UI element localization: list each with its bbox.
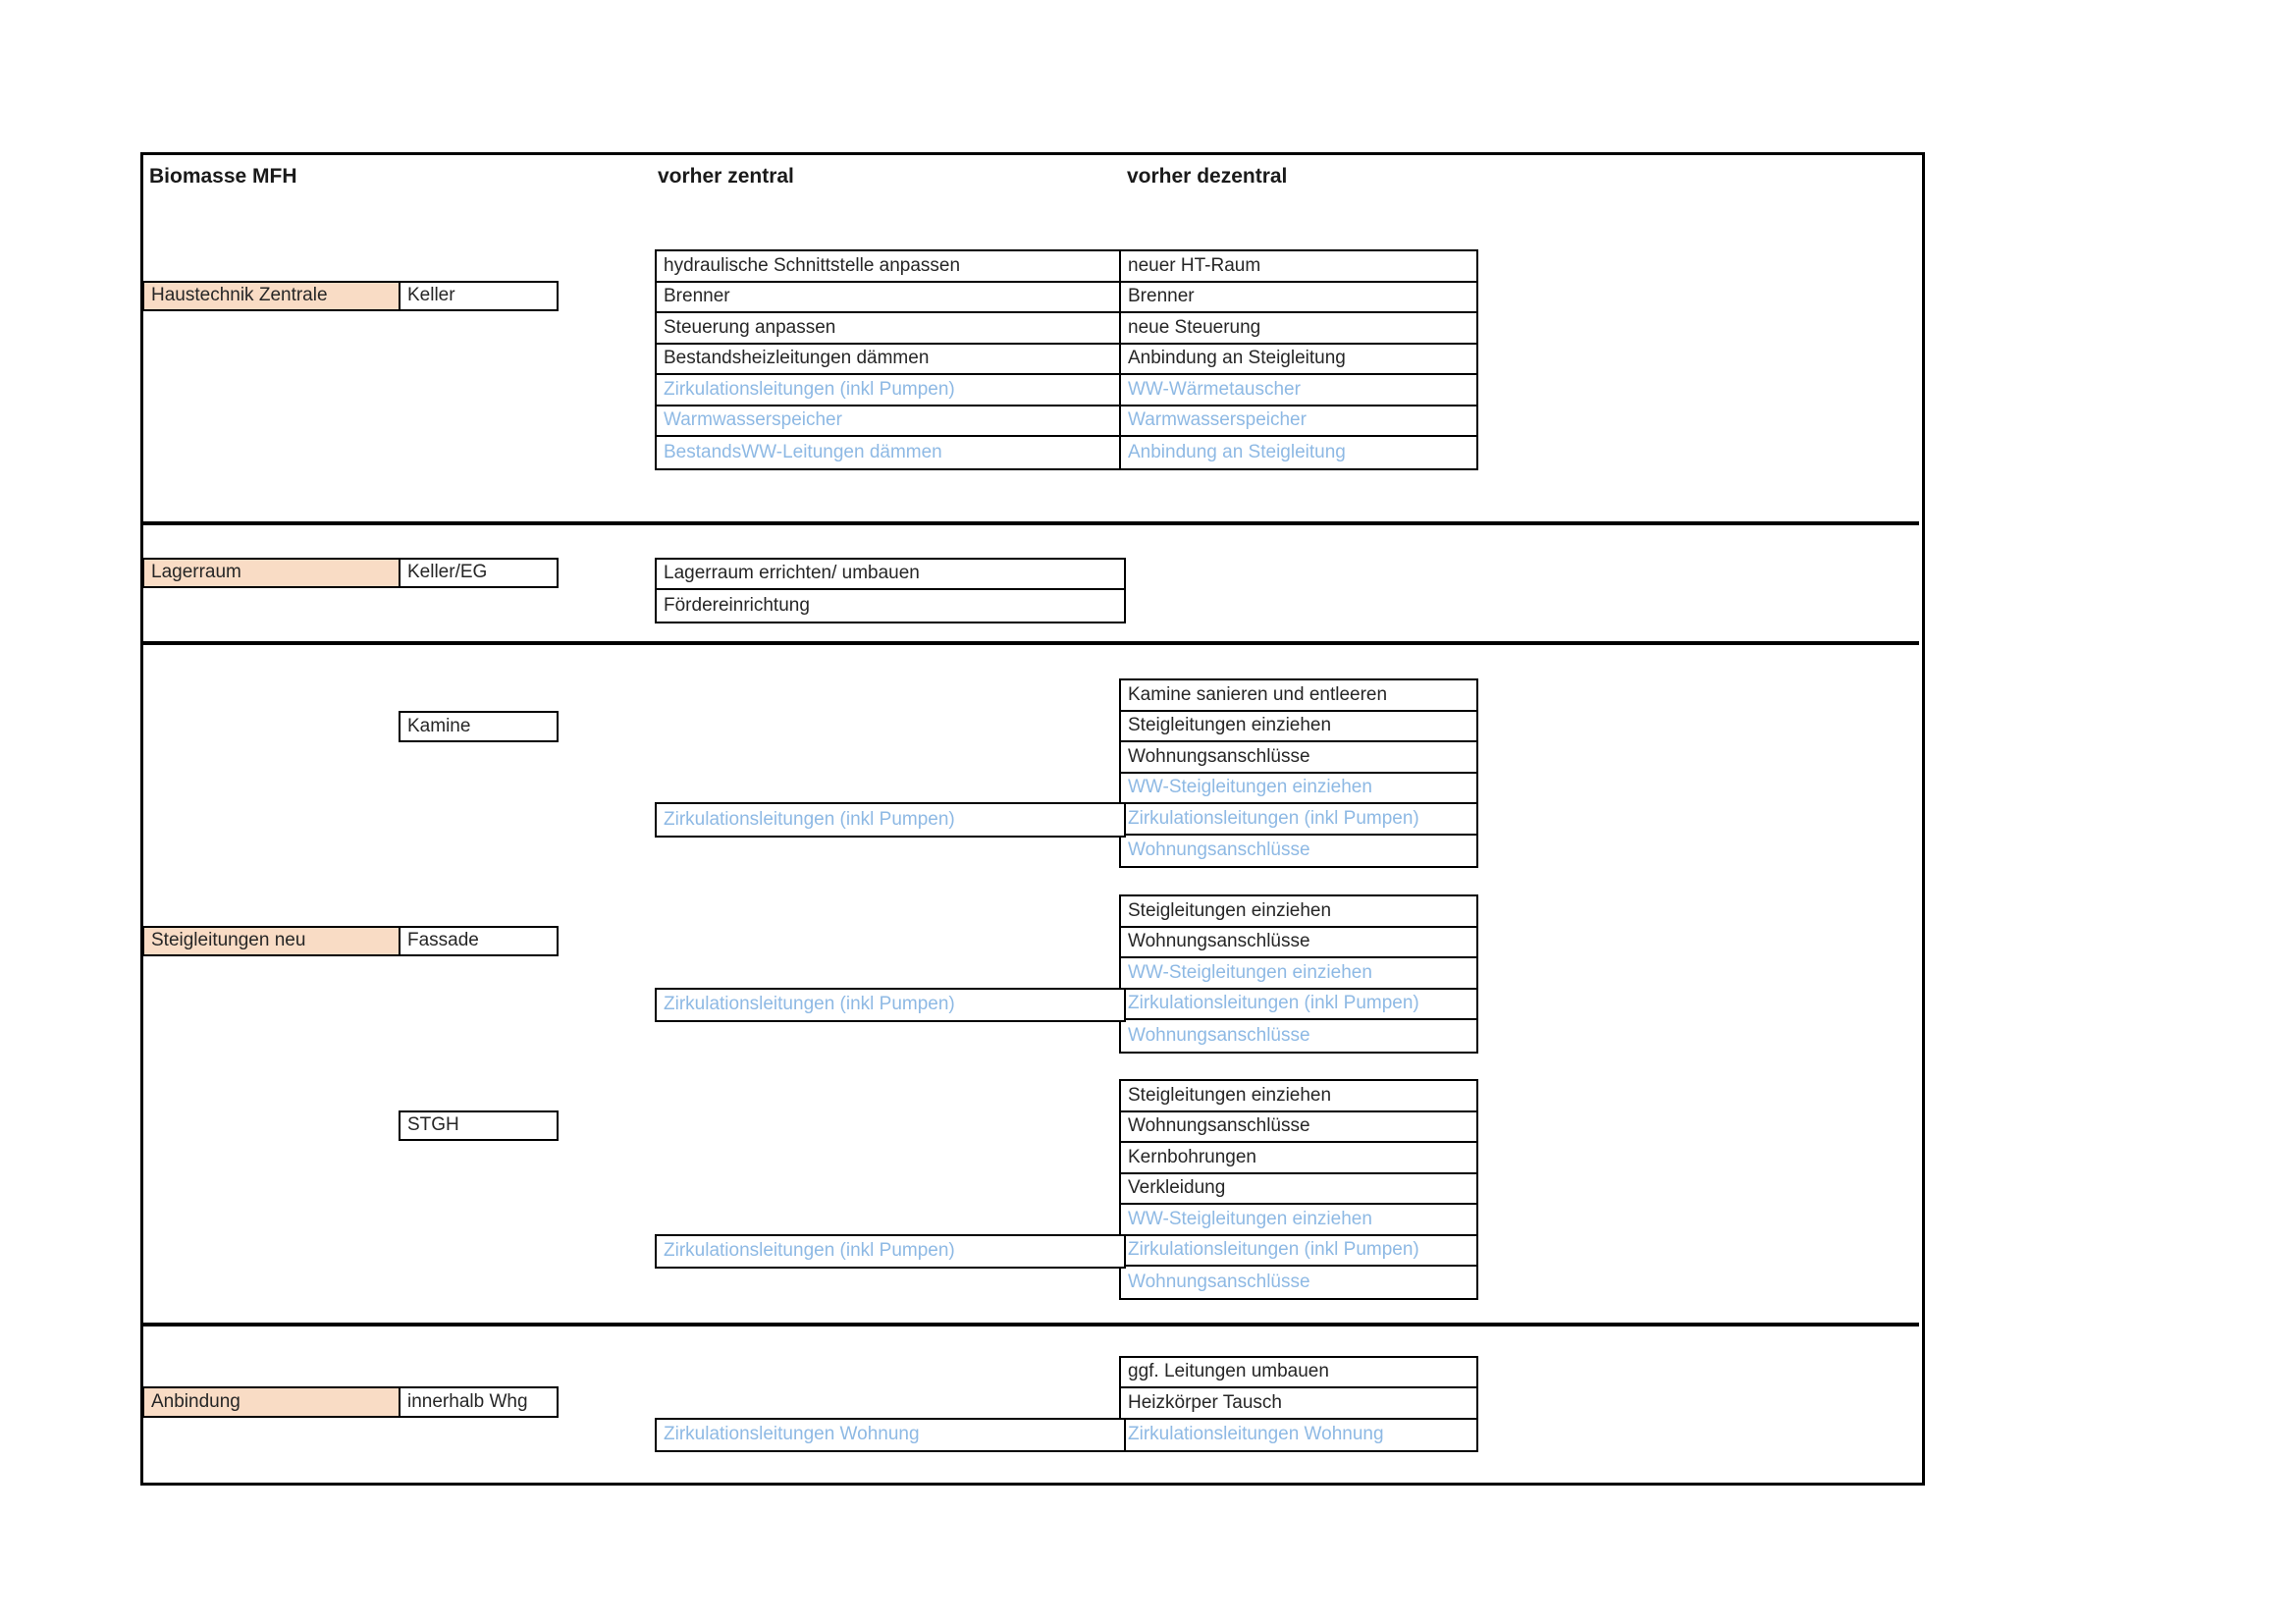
- list-item: BestandsWW-Leitungen dämmen: [657, 437, 1124, 468]
- stgh-zentral-list: Zirkulationsleitungen (inkl Pumpen): [655, 1233, 1126, 1269]
- list-item: WW-Wärmetauscher: [1121, 375, 1476, 406]
- list-item: Warmwasserspeicher: [1121, 406, 1476, 437]
- section-label-lagerraum: Lagerraum: [142, 557, 400, 588]
- list-item: Wohnungsanschlüsse: [1121, 742, 1476, 774]
- list-item: Heizkörper Tausch: [1121, 1388, 1476, 1420]
- location-box-keller-eg: Keller/EG: [399, 557, 559, 588]
- list-item: neue Steuerung: [1121, 313, 1476, 345]
- column-header-dezentral: vorher dezentral: [1127, 165, 1288, 188]
- list-item: Warmwasserspeicher: [657, 406, 1124, 437]
- list-item: Zirkulationsleitungen (inkl Pumpen): [1121, 804, 1476, 836]
- kamine-zentral-list: Zirkulationsleitungen (inkl Pumpen): [655, 802, 1126, 838]
- section-divider: [140, 521, 1919, 525]
- list-item: Kernbohrungen: [1121, 1143, 1476, 1174]
- list-item: Zirkulationsleitungen Wohnung: [1121, 1419, 1476, 1450]
- section-label-anbindung: Anbindung: [142, 1386, 400, 1418]
- list-item: Anbindung an Steigleitung: [1121, 344, 1476, 375]
- list-item: WW-Steigleitungen einziehen: [1121, 773, 1476, 804]
- list-item: Brenner: [1121, 282, 1476, 313]
- location-box-stgh: STGH: [399, 1110, 559, 1141]
- list-item: hydraulische Schnittstelle anpassen: [657, 251, 1124, 283]
- location-box-innerhalb-whg: innerhalb Whg: [399, 1386, 559, 1418]
- list-item: Zirkulationsleitungen (inkl Pumpen): [657, 375, 1124, 406]
- list-item: Zirkulationsleitungen (inkl Pumpen): [657, 989, 1124, 1020]
- list-item: Steuerung anpassen: [657, 313, 1124, 345]
- location-box-fassade: Fassade: [399, 925, 559, 956]
- list-item: Verkleidung: [1121, 1173, 1476, 1205]
- list-item: neuer HT-Raum: [1121, 251, 1476, 283]
- location-box-keller: Keller: [399, 280, 559, 311]
- anbindung-zentral-list: Zirkulationsleitungen Wohnung: [655, 1417, 1126, 1452]
- list-item: Wohnungsanschlüsse: [1121, 835, 1476, 866]
- list-item: Lagerraum errichten/ umbauen: [657, 559, 1124, 590]
- list-item: Wohnungsanschlüsse: [1121, 927, 1476, 958]
- list-item: Wohnungsanschlüsse: [1121, 1267, 1476, 1298]
- list-item: ggf. Leitungen umbauen: [1121, 1357, 1476, 1388]
- list-item: Wohnungsanschlüsse: [1121, 1111, 1476, 1143]
- section-divider: [140, 1323, 1919, 1326]
- list-item: Kamine sanieren und entleeren: [1121, 680, 1476, 712]
- list-item: Bestandsheizleitungen dämmen: [657, 344, 1124, 375]
- list-item: Zirkulationsleitungen Wohnung: [657, 1419, 1124, 1450]
- column-header-zentral: vorher zentral: [658, 165, 794, 188]
- location-box-kamine: Kamine: [399, 711, 559, 742]
- list-item: WW-Steigleitungen einziehen: [1121, 1205, 1476, 1236]
- list-item: Steigleitungen einziehen: [1121, 1081, 1476, 1112]
- list-item: Steigleitungen einziehen: [1121, 896, 1476, 928]
- page-title: Biomasse MFH: [149, 165, 297, 188]
- list-item: WW-Steigleitungen einziehen: [1121, 958, 1476, 990]
- fassade-zentral-list: Zirkulationsleitungen (inkl Pumpen): [655, 987, 1126, 1022]
- list-item: Wohnungsanschlüsse: [1121, 1020, 1476, 1052]
- list-item: Zirkulationsleitungen (inkl Pumpen): [657, 1235, 1124, 1267]
- list-item: Anbindung an Steigleitung: [1121, 437, 1476, 468]
- section-label-steigleitungen-neu: Steigleitungen neu: [142, 925, 400, 956]
- section-label-haustechnik: Haustechnik Zentrale: [142, 280, 400, 311]
- list-item: Zirkulationsleitungen (inkl Pumpen): [1121, 989, 1476, 1020]
- list-item: Fördereinrichtung: [657, 590, 1124, 622]
- list-item: Zirkulationsleitungen (inkl Pumpen): [1121, 1235, 1476, 1267]
- list-item: Zirkulationsleitungen (inkl Pumpen): [657, 804, 1124, 836]
- list-item: Steigleitungen einziehen: [1121, 711, 1476, 742]
- section-divider: [140, 641, 1919, 645]
- diagram-outer-frame: [140, 152, 1925, 1486]
- list-item: Brenner: [657, 282, 1124, 313]
